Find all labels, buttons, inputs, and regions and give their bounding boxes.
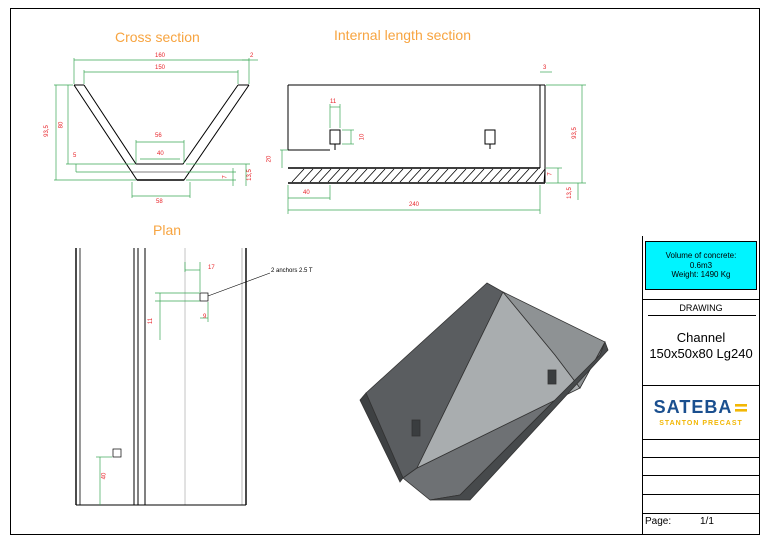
dim-40-length: 40 <box>303 190 310 196</box>
tb-divider <box>642 439 760 440</box>
hatch-line <box>291 168 305 183</box>
tb-divider <box>642 299 760 300</box>
dim-7-length: 7 <box>547 172 554 176</box>
tb-divider <box>642 494 760 495</box>
length-section-dims <box>280 71 586 214</box>
tb-divider <box>642 513 760 514</box>
drawing-name-line2: 150x50x80 Lg240 <box>649 346 753 362</box>
anchors-label: 2 anchors 2.5 T <box>271 268 313 274</box>
hatch-line <box>354 168 368 183</box>
tb-divider <box>642 457 760 458</box>
hatch-line <box>426 168 440 183</box>
dim-240: 240 <box>409 202 420 208</box>
length-section-drawing <box>287 84 546 184</box>
dim-93-5: 93,5 <box>43 125 50 137</box>
hatch-line <box>480 168 494 183</box>
hatch-line <box>372 168 386 183</box>
internal-length-section-title: Internal length section <box>334 27 471 43</box>
tb-divider <box>648 315 756 316</box>
dim-5: 5 <box>73 153 77 159</box>
dim-93-5-length: 93,5 <box>571 127 578 139</box>
hatch-line <box>435 168 449 183</box>
plan-drawing <box>75 248 271 506</box>
dim-150: 150 <box>155 65 166 71</box>
hatch-line <box>417 168 431 183</box>
hatch-line <box>345 168 359 183</box>
hatch-line <box>300 168 314 183</box>
dim-13-5: 13,5 <box>246 169 253 181</box>
hatch-line <box>516 168 530 183</box>
page-label: Page: <box>645 516 672 527</box>
dim-40-plan: 40 <box>101 472 108 480</box>
dim-10: 10 <box>359 133 366 141</box>
hatch-line <box>363 168 377 183</box>
dim-11-plan: 11 <box>148 317 155 325</box>
cross-section-title: Cross section <box>115 29 200 45</box>
dim-13-5-length: 13,5 <box>566 187 573 199</box>
cross-section-drawing <box>73 84 250 181</box>
dim-58: 58 <box>156 199 163 205</box>
hatch-line <box>318 168 332 183</box>
dim-3: 3 <box>543 65 547 71</box>
hatch-line <box>399 168 413 183</box>
hatching <box>291 168 546 183</box>
brand-mark <box>735 404 747 412</box>
hatch-line <box>534 168 546 183</box>
brand-logo: SATEBA <box>653 397 733 417</box>
dim-56: 56 <box>155 133 162 139</box>
hatch-line <box>543 168 546 183</box>
dim-11: 11 <box>330 99 337 105</box>
hatch-line <box>327 168 341 183</box>
hatch-line <box>444 168 458 183</box>
brand-subtitle: STANTON PRECAST <box>659 420 743 427</box>
drawing-name: Channel 150x50x80 Lg240 <box>642 330 760 363</box>
hatch-line <box>462 168 476 183</box>
hatch-line <box>471 168 485 183</box>
volume-weight-box: Volume of concrete: 0.6m3 Weight: 1490 K… <box>645 241 757 290</box>
dim-9: 9 <box>203 314 207 320</box>
tb-divider <box>642 475 760 476</box>
plan-dims <box>96 262 209 505</box>
hatch-line <box>381 168 395 183</box>
hatch-line <box>390 168 404 183</box>
drawing-frame <box>10 8 760 535</box>
tb-divider <box>642 385 760 386</box>
dim-80: 80 <box>58 121 65 129</box>
cross-section-dims <box>54 58 258 198</box>
hatch-line <box>309 168 323 183</box>
dim-40: 40 <box>157 151 164 157</box>
hatch-line <box>489 168 503 183</box>
drawing-name-line1: Channel <box>676 330 726 345</box>
page-value: 1/1 <box>700 516 714 527</box>
channel-3d-render <box>359 282 609 501</box>
dim-2: 2 <box>250 53 254 59</box>
hatch-line <box>336 168 350 183</box>
hatch-line <box>525 168 539 183</box>
plan-title: Plan <box>153 222 182 238</box>
volume-label: Volume of concrete: <box>665 251 737 261</box>
dim-17: 17 <box>208 265 215 271</box>
dim-160: 160 <box>155 53 166 59</box>
hatch-line <box>498 168 512 183</box>
hatch-line <box>408 168 422 183</box>
dim-20: 20 <box>266 155 273 163</box>
dim-7: 7 <box>222 175 229 179</box>
hatch-line <box>507 168 521 183</box>
volume-value: 0.6m3 <box>689 260 713 270</box>
weight-label: Weight: 1490 Kg <box>671 270 731 280</box>
drawing-label: DRAWING <box>679 303 723 313</box>
hatch-line <box>453 168 467 183</box>
